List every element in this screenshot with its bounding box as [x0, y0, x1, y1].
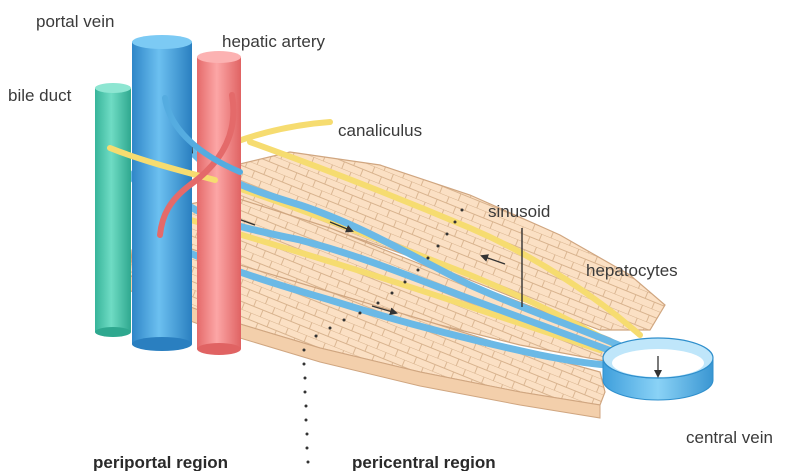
- label-bile-duct: bile duct: [8, 86, 72, 105]
- label-central-vein: central vein: [686, 428, 773, 447]
- bile-duct-vessel: [95, 83, 131, 337]
- central-vein-ring: [603, 338, 713, 400]
- label-periportal-region: periportal region: [93, 453, 228, 471]
- label-portal-vein: portal vein: [36, 12, 114, 31]
- label-pericentral-region: pericentral region: [352, 453, 496, 471]
- label-hepatocytes: hepatocytes: [586, 261, 678, 280]
- label-sinusoid: sinusoid: [488, 202, 550, 221]
- label-canaliculus: canaliculus: [338, 121, 422, 140]
- label-hepatic-artery: hepatic artery: [222, 32, 325, 51]
